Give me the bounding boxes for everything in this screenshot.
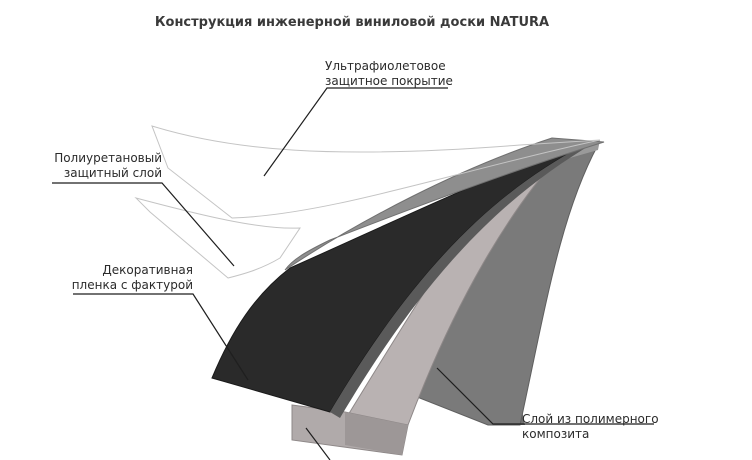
middle-leader-line (305, 427, 331, 460)
uv-leader-line (263, 87, 448, 177)
uv-coating-label-line2: защитное покрытие (325, 74, 453, 88)
uv-coating-label-line1: Ультрафиолетовое (325, 59, 446, 73)
diagram-title: Конструкция инженерной виниловой доски N… (154, 15, 550, 30)
pu-film-outline (134, 197, 301, 279)
decor-film-label-line1: Декоративная (102, 263, 193, 277)
decor-film (211, 145, 583, 413)
decor-film-label: Декоративная пленка с фактурой (60, 263, 193, 293)
pu-layer-label-line2: защитный слой (63, 166, 162, 180)
decor-film-edge (330, 144, 592, 418)
top-surface (284, 137, 605, 271)
uv-film-outline (151, 125, 601, 219)
core-layer-label: Слой из полимерного композита (522, 412, 659, 442)
middle-layer-front (345, 412, 408, 455)
decor-film-label-line2: пленка с фактурой (71, 278, 193, 292)
pu-leader-line (52, 182, 235, 267)
core-leader-line (436, 367, 654, 425)
decor-leader-line (73, 293, 249, 381)
pu-layer-label: Полиуретановый защитный слой (40, 151, 162, 181)
core-layer-label-line1: Слой из полимерного (522, 412, 659, 426)
uv-coating-label: Ультрафиолетовое защитное покрытие (325, 59, 453, 89)
core-layer-label-line2: композита (522, 427, 590, 441)
pu-layer-label-line1: Полиуретановый (54, 151, 162, 165)
